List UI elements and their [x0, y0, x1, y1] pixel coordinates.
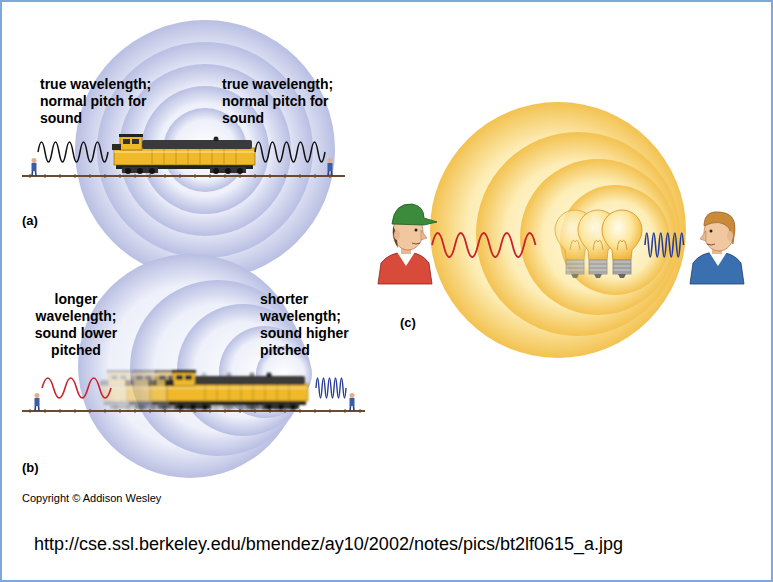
listener-figure — [350, 393, 355, 411]
sound-waves-a — [75, 20, 335, 280]
long-sound-wave — [42, 378, 111, 398]
pitch-note: longer wavelength; sound lower pitched — [28, 291, 124, 359]
short-sound-wave — [316, 378, 346, 398]
locomotive — [112, 134, 255, 174]
pitch-note: true wavelength; normal pitch for sound — [222, 76, 354, 127]
observer-right — [690, 212, 744, 284]
pitch-note: shorter wavelength; sound higher pitched — [260, 291, 360, 359]
light-waves-c — [430, 102, 686, 358]
blueshift-wave — [645, 233, 684, 257]
listener-figure — [328, 158, 333, 176]
pitch-note: true wavelength; normal pitch for sound — [40, 76, 172, 127]
light-bulbs — [555, 210, 642, 278]
source-url: http://cse.ssl.berkeley.edu/bmendez/ay10… — [34, 534, 623, 555]
panel-letter: (a) — [22, 213, 38, 228]
observer-left — [378, 204, 437, 284]
listener-figure — [35, 393, 40, 411]
copyright-note: Copyright © Addison Wesley — [22, 492, 161, 505]
listener-figure — [32, 158, 37, 176]
moving-locomotive — [100, 370, 308, 410]
railway-track-a — [22, 174, 345, 178]
sound-wave — [38, 142, 108, 162]
redshift-wave — [432, 233, 536, 257]
sound-wave — [255, 142, 325, 162]
sound-waves-b — [78, 254, 312, 478]
panel-letter: (b) — [22, 460, 39, 475]
panel-letter: (c) — [400, 315, 416, 330]
